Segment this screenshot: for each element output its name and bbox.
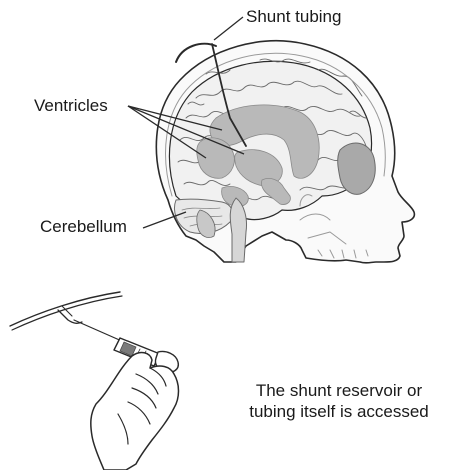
head-diagram [156,41,414,263]
needle [74,320,124,342]
caption-line-1: The shunt reservoir or [228,380,450,401]
hand [91,353,179,470]
shunt-tubing-t-inner [12,296,122,330]
shunt-tubing-leader [214,17,243,40]
caption-line-2: tubing itself is accessed [228,401,450,422]
caption: The shunt reservoir or tubing itself is … [228,380,450,422]
eye-socket [338,143,376,194]
shunt-access-diagram [10,292,179,470]
label-shunt-tubing: Shunt tubing [246,7,341,27]
label-cerebellum: Cerebellum [40,217,127,237]
label-ventricles: Ventricles [34,96,108,116]
